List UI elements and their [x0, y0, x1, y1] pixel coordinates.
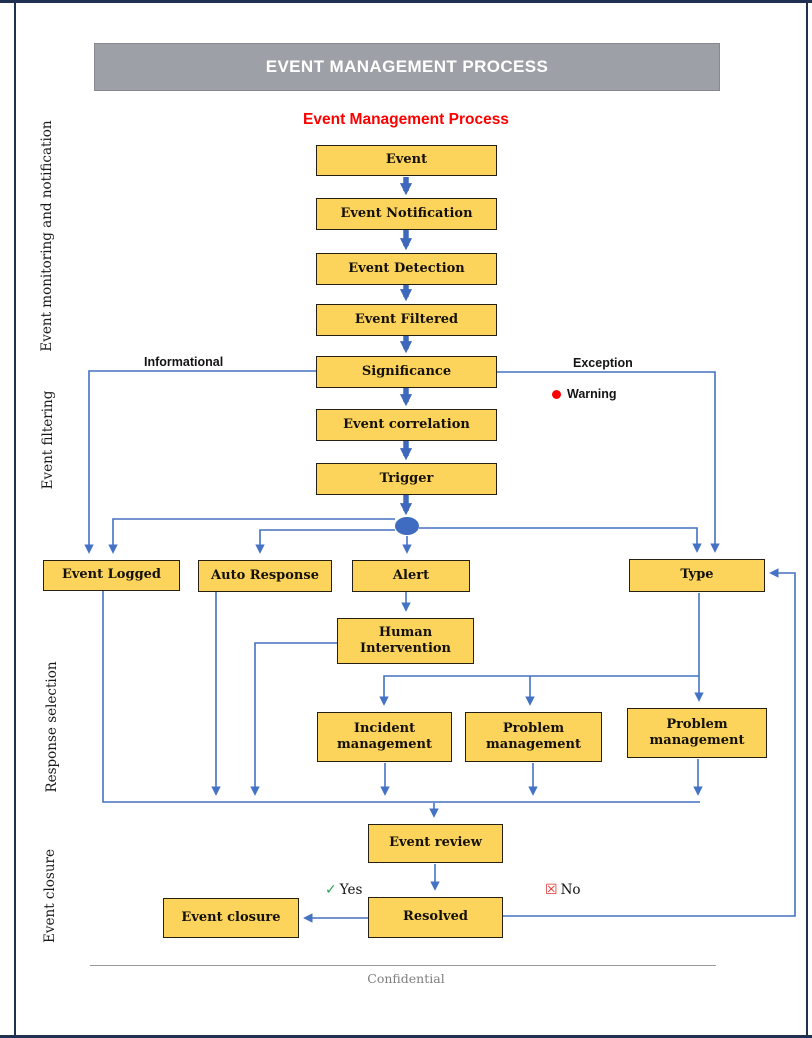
yes-text: Yes: [339, 882, 363, 898]
page-border-left: [14, 3, 16, 1035]
warning-legend: Warning: [552, 387, 617, 401]
page-border-right: [806, 3, 808, 1035]
node-event-review: Event review: [368, 824, 503, 863]
node-event: Event: [316, 145, 497, 176]
check-icon: ✓: [325, 882, 337, 898]
no-label: ☒ No: [545, 882, 581, 898]
yes-label: ✓ Yes: [325, 882, 362, 898]
edge-label-informational: Informational: [144, 355, 224, 369]
edge-label-exception: Exception: [573, 356, 633, 370]
node-auto-response: Auto Response: [198, 560, 332, 592]
node-event-logged: Event Logged: [43, 560, 180, 591]
node-event-detection: Event Detection: [316, 253, 497, 285]
node-incident-management: Incident management: [317, 712, 452, 762]
crossed-box-icon: ☒: [545, 882, 558, 898]
banner-title: EVENT MANAGEMENT PROCESS: [94, 43, 720, 91]
footer-divider: [90, 965, 716, 966]
page-border-top: [0, 0, 812, 3]
node-problem-management-2: Problem management: [627, 708, 767, 758]
page-border-bottom: [0, 1035, 812, 1038]
node-event-notification: Event Notification: [316, 198, 497, 230]
node-human-intervention: Human Intervention: [337, 618, 474, 664]
footer-confidential: Confidential: [367, 971, 445, 986]
node-alert: Alert: [352, 560, 470, 592]
node-problem-management-1: Problem management: [465, 712, 602, 762]
node-type: Type: [629, 559, 765, 592]
node-event-correlation: Event correlation: [316, 409, 497, 441]
node-event-filtered: Event Filtered: [316, 304, 497, 336]
edge-label-warning: Warning: [567, 387, 617, 401]
node-significance: Significance: [316, 356, 497, 388]
node-trigger: Trigger: [316, 463, 497, 495]
diagram-subtitle: Event Management Process: [303, 111, 509, 128]
node-event-closure: Event closure: [163, 898, 299, 938]
warning-dot-icon: [552, 389, 561, 399]
node-resolved: Resolved: [368, 897, 503, 938]
no-text: No: [560, 882, 581, 898]
